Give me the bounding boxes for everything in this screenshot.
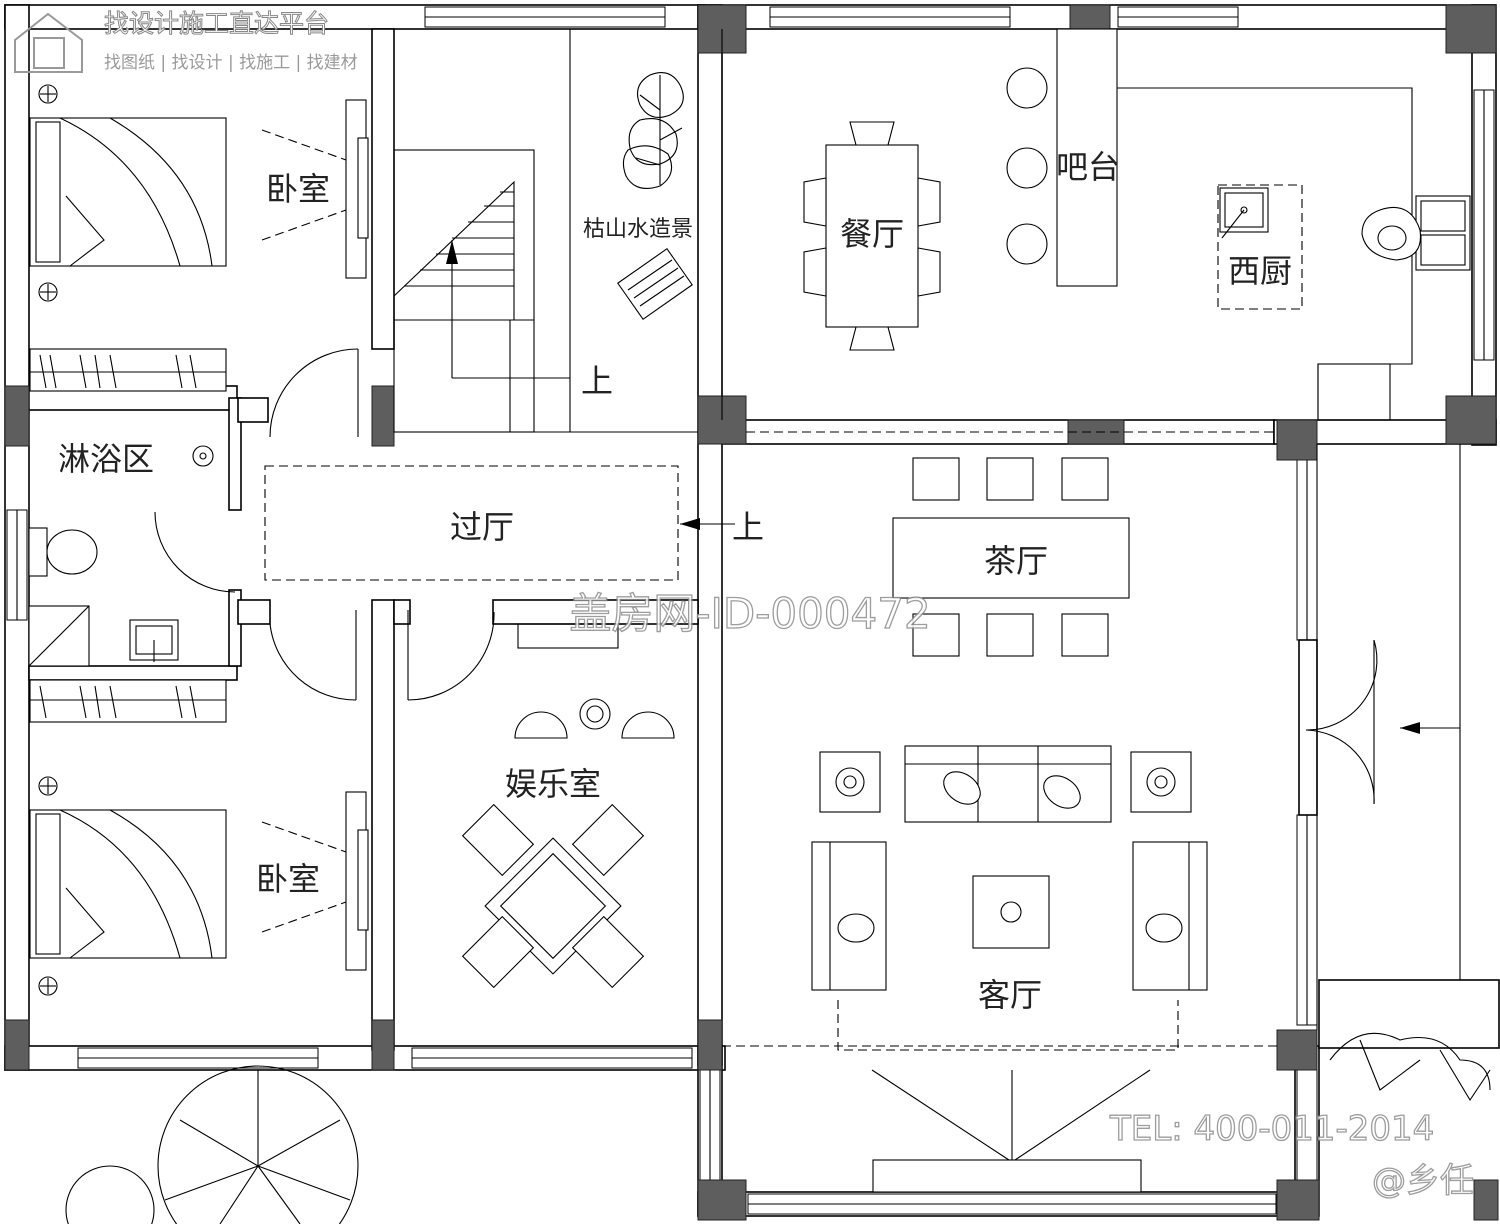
staircase [393, 29, 698, 433]
room-label-western-kitchen: 西厨 [1228, 252, 1292, 290]
entertainment-furniture [461, 623, 675, 989]
room-label-dining: 餐厅 [840, 215, 904, 253]
room-label-bedroom-top: 卧室 [266, 170, 330, 208]
stairs-up-label: 上 [581, 362, 613, 400]
room-label-bedroom-bottom: 卧室 [256, 860, 320, 898]
listing-id-watermark: 盖房网-ID-000472 [569, 589, 930, 638]
room-label-shower: 淋浴区 [58, 440, 154, 478]
room-label-entertainment: 娱乐室 [505, 765, 601, 803]
tea-room-furniture [746, 431, 1277, 657]
room-label-living: 客厅 [978, 976, 1042, 1014]
bedroom-top-furniture [29, 84, 369, 392]
bathroom-fixtures [28, 445, 214, 667]
room-label-bar: 吧台 [1056, 148, 1120, 186]
room-label-hall: 过厅 [450, 508, 514, 546]
handle-watermark: @乡任 [1372, 1161, 1474, 1201]
landscape-trees [65, 1032, 1491, 1224]
room-label-tea-room: 茶厅 [984, 542, 1048, 580]
phone-watermark: TEL: 400-011-2014 [1109, 1109, 1434, 1149]
living-room-furniture [722, 444, 1461, 1193]
entry-up-label: 上 [732, 508, 764, 546]
interior-walls [28, 28, 1500, 1051]
windows [6, 6, 1495, 1215]
platform-title-watermark: 找设计施工直达平台 [104, 9, 329, 38]
bedroom-bottom-furniture [29, 679, 369, 996]
dining-kitchen-furniture [721, 28, 1471, 421]
dry-garden-decor [617, 72, 693, 320]
room-label-dry-garden: 枯山水造景 [583, 217, 693, 242]
logo-mark [14, 12, 83, 73]
platform-tagline-watermark: 找图纸 | 找设计 | 找施工 | 找建材 [104, 53, 358, 73]
hall-doors [154, 348, 735, 701]
